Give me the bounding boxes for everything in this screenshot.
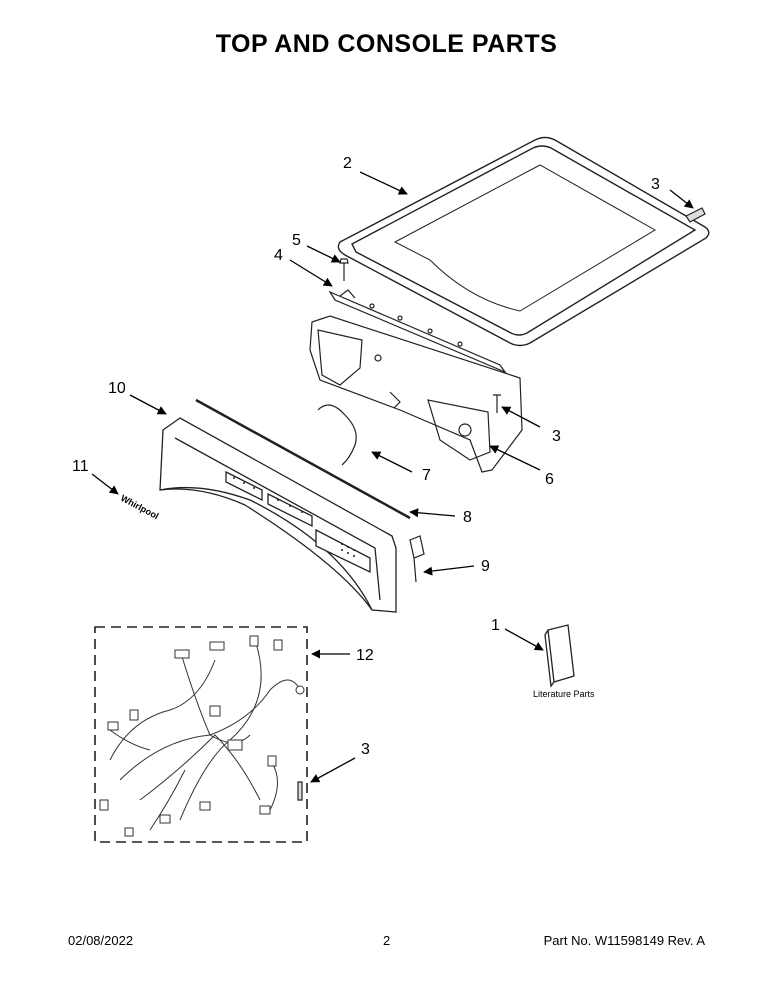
console-bracket [309, 315, 523, 473]
footer-part-number: Part No. W11598149 Rev. A [543, 933, 705, 948]
wire-harness [94, 626, 308, 843]
callout-9: 9 [481, 558, 490, 575]
callout-7: 7 [422, 467, 431, 484]
leader-4 [289, 259, 333, 287]
screw-top-right [685, 207, 706, 223]
callout-11: 11 [72, 458, 89, 475]
callout-4: 4 [274, 247, 283, 264]
leader-5 [306, 245, 341, 263]
callout-5: 5 [292, 232, 301, 249]
leader-1 [504, 628, 544, 651]
footer-page-number: 2 [383, 933, 391, 948]
leader-7 [371, 451, 413, 473]
leader-6 [489, 445, 541, 471]
callout-8: 8 [463, 509, 472, 526]
leader-9 [423, 565, 475, 576]
page-title: TOP AND CONSOLE PARTS [215, 30, 558, 58]
footer-date: 02/08/2022 [68, 933, 134, 948]
leader-10 [129, 394, 167, 415]
callout-12: 12 [356, 647, 374, 664]
leader-2 [359, 171, 408, 195]
callout-3c: 3 [361, 741, 370, 758]
callout-1: 1 [491, 617, 500, 634]
callout-labels: 2 3 5 4 3 6 7 8 9 10 11 1 12 3 [72, 155, 660, 758]
logo-badge: Whirlpool [119, 493, 160, 521]
callout-6: 6 [545, 471, 554, 488]
gasket-strip [195, 398, 411, 520]
leader-arrows [91, 171, 694, 783]
knob [409, 535, 425, 583]
console-panel [159, 417, 397, 613]
callout-3a: 3 [651, 176, 660, 193]
literature-booklet [544, 624, 575, 688]
leader-3b [501, 406, 541, 428]
top-panel [337, 136, 710, 347]
leader-3c [310, 757, 356, 783]
console-wire [317, 404, 357, 466]
leader-8 [409, 508, 456, 518]
literature-label: Literature Parts [533, 689, 595, 699]
callout-2: 2 [343, 155, 352, 172]
screw-harness [297, 781, 303, 801]
callout-10: 10 [108, 380, 126, 397]
leader-11 [91, 473, 119, 495]
top-bracket [328, 258, 507, 374]
leader-3a [669, 189, 694, 209]
callout-3b: 3 [552, 428, 561, 445]
